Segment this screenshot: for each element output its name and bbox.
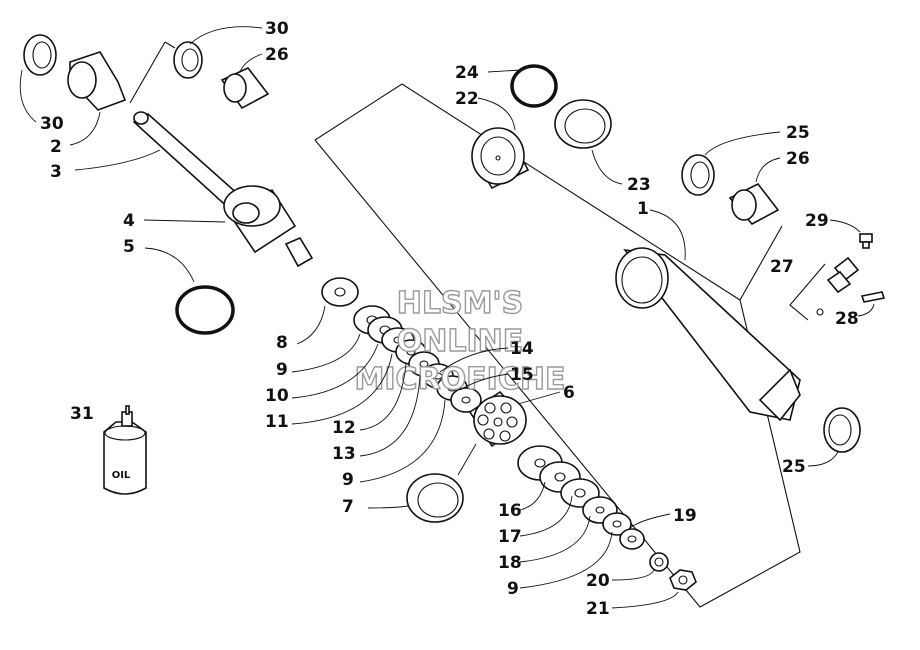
cap-22: [471, 127, 530, 190]
spacer-26-left: [220, 67, 270, 110]
bushing-30-left: [23, 34, 57, 76]
callout-27: 27: [770, 257, 794, 277]
leader-lines: [19, 26, 875, 609]
callout-14: 14: [510, 339, 534, 359]
callout-29: 29: [805, 211, 829, 231]
o-ring-5: [175, 285, 235, 335]
bushing-30-mid: [173, 41, 203, 79]
ring-23: [554, 99, 612, 149]
callout-30-top: 30: [265, 19, 289, 39]
bracket-27: [789, 263, 826, 321]
callout-15: 15: [510, 365, 534, 385]
watermark-line-3: MICROFICHE: [355, 362, 566, 397]
callout-22: 22: [455, 89, 479, 109]
callout-26-right: 26: [786, 149, 810, 169]
callout-25-bottom: 25: [782, 457, 806, 477]
callout-26-top: 26: [265, 45, 289, 65]
pin-28: [860, 291, 886, 303]
screw-29: [859, 233, 873, 249]
callout-20: 20: [586, 571, 610, 591]
callout-4: 4: [123, 211, 135, 231]
nut-21: [669, 569, 697, 591]
callout-6: 6: [563, 383, 575, 403]
washer-8: [321, 277, 359, 307]
spacer-26-right: [728, 182, 780, 226]
callout-17: 17: [498, 527, 522, 547]
callout-2: 2: [50, 137, 62, 157]
watermark-line-1: HLSM'S: [397, 286, 523, 321]
callout-23: 23: [627, 175, 651, 195]
callout-8: 8: [276, 333, 288, 353]
callout-7: 7: [342, 497, 354, 517]
callout-11: 11: [265, 412, 289, 432]
callout-12: 12: [332, 418, 356, 438]
callout-25-top: 25: [786, 123, 810, 143]
shaft-eye-2: [67, 51, 127, 111]
o-ring-24: [510, 64, 558, 108]
seal-head-4: [223, 185, 314, 268]
callout-9-b: 9: [342, 470, 354, 490]
bushing-25-bottom: [823, 407, 861, 453]
bushing-25-top: [681, 154, 715, 196]
bracket-line-top: [129, 41, 166, 104]
callout-19: 19: [673, 506, 697, 526]
piston-band-7: [406, 473, 464, 523]
shock-body-1: [615, 247, 801, 422]
callout-10: 10: [265, 386, 289, 406]
bracket-line-top-b: [164, 41, 176, 49]
watermark-line-2: ONLINE: [397, 324, 524, 359]
oil-label: OIL: [112, 470, 131, 481]
callout-3: 3: [50, 162, 62, 182]
callout-1: 1: [637, 199, 649, 219]
callout-5: 5: [123, 237, 135, 257]
bracket-line-right: [739, 225, 783, 301]
callout-16: 16: [498, 501, 522, 521]
callout-24: 24: [455, 63, 479, 83]
callout-21: 21: [586, 599, 610, 619]
callout-13: 13: [332, 444, 356, 464]
piston-6: [468, 390, 527, 448]
shim-stack-16-20: [517, 445, 669, 572]
callout-9-a: 9: [276, 360, 288, 380]
callout-18: 18: [498, 553, 522, 573]
callout-labels: 30 26 30 2 3 4 5 8 9 10 11 12 13 9 7 31 …: [40, 19, 859, 619]
oil-bottle-31: OIL: [103, 405, 147, 495]
callout-28: 28: [835, 309, 859, 329]
callout-31: 31: [70, 404, 94, 424]
watermark: HLSM'S ONLINE MICROFICHE: [354, 285, 566, 397]
valve-27: [816, 256, 860, 316]
callout-9-c: 9: [507, 579, 519, 599]
shim-stack-9-13: [353, 305, 482, 413]
callout-30-left: 30: [40, 114, 64, 134]
